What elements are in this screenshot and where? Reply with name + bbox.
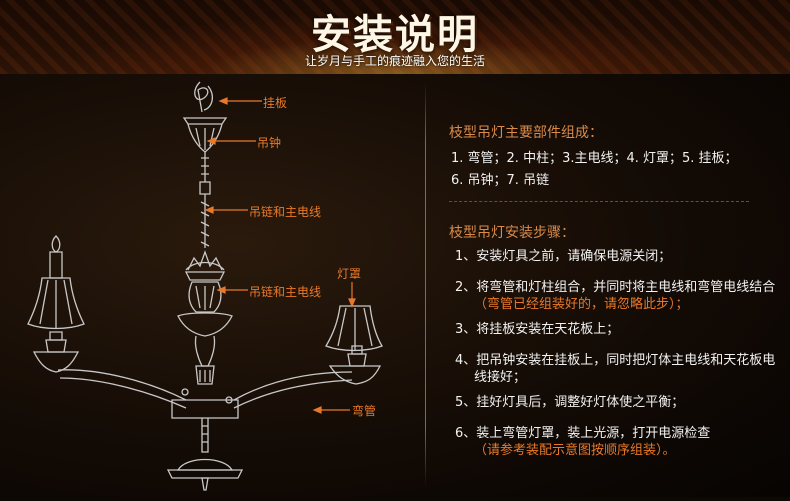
parts-line-1: 1. 弯管；2. 中柱；3.主电线；4. 灯罩；5. 挂板； bbox=[451, 151, 738, 166]
header-banner: 安装说明 让岁月与手工的痕迹融入您的生活 bbox=[0, 0, 790, 74]
step-2-text: 2、将弯管和灯柱组合，并同时将主电线和弯管电线结合 bbox=[455, 280, 776, 295]
steps-title: 枝型吊灯安装步骤： bbox=[449, 225, 575, 241]
label-chain-wire-lower: 吊链和主电线 bbox=[249, 285, 322, 299]
step-4-continued: 线接好； bbox=[474, 370, 527, 385]
step-3: 3、将挂板安装在天花板上； bbox=[455, 321, 619, 338]
step-6-note: （请参考装配示意图按顺序组装）。 bbox=[474, 443, 676, 458]
parts-list: 1. 弯管；2. 中柱；3.主电线；4. 灯罩；5. 挂板； 6. 吊钟；7. … bbox=[451, 148, 771, 192]
step-4: 4、把吊钟安装在挂板上，同时把灯体主电线和天花板电 线接好； bbox=[455, 352, 775, 386]
chandelier-illustration bbox=[27, 81, 383, 491]
step-5: 5、挂好灯具后，调整好灯体使之平衡； bbox=[455, 394, 684, 411]
step-2: 2、将弯管和灯柱组合，并同时将主电线和弯管电线结合 （弯管已经组装好的，请忽略此… bbox=[455, 279, 775, 313]
step-4-text: 4、把吊钟安装在挂板上，同时把灯体主电线和天花板电 bbox=[455, 353, 776, 368]
label-bell: 吊钟 bbox=[257, 136, 282, 150]
label-lampshade: 灯罩 bbox=[337, 267, 362, 281]
column-divider bbox=[425, 82, 426, 487]
step-1-text: 1、安装灯具之前，请确保电源关闭； bbox=[455, 249, 672, 264]
step-6-text: 6、装上弯管灯罩，装上光源，打开电源检查 bbox=[455, 426, 711, 441]
step-6: 6、装上弯管灯罩，装上光源，打开电源检查 （请参考装配示意图按顺序组装）。 bbox=[455, 425, 710, 459]
label-bent-tube: 弯管 bbox=[352, 404, 377, 418]
parts-line-2: 6. 吊钟；7. 吊链 bbox=[451, 173, 550, 188]
label-chain-wire-upper: 吊链和主电线 bbox=[249, 205, 322, 219]
step-5-text: 5、挂好灯具后，调整好灯体使之平衡； bbox=[455, 395, 685, 410]
parts-title: 枝型吊灯主要部件组成： bbox=[449, 125, 603, 141]
main-panel bbox=[0, 74, 790, 497]
label-hanging-plate: 挂板 bbox=[263, 96, 288, 110]
page-subtitle: 让岁月与手工的痕迹融入您的生活 bbox=[304, 54, 485, 68]
section-divider bbox=[449, 201, 749, 202]
chandelier-diagram: 挂板 吊钟 吊链和主电线 吊链和主电线 灯罩 弯管 bbox=[0, 74, 425, 497]
step-2-note: （弯管已经组装好的，请忽略此步）； bbox=[474, 297, 689, 312]
page-title: 安装说明 bbox=[311, 12, 479, 58]
step-3-text: 3、将挂板安装在天花板上； bbox=[455, 322, 620, 337]
step-1: 1、安装灯具之前，请确保电源关闭； bbox=[455, 248, 671, 265]
